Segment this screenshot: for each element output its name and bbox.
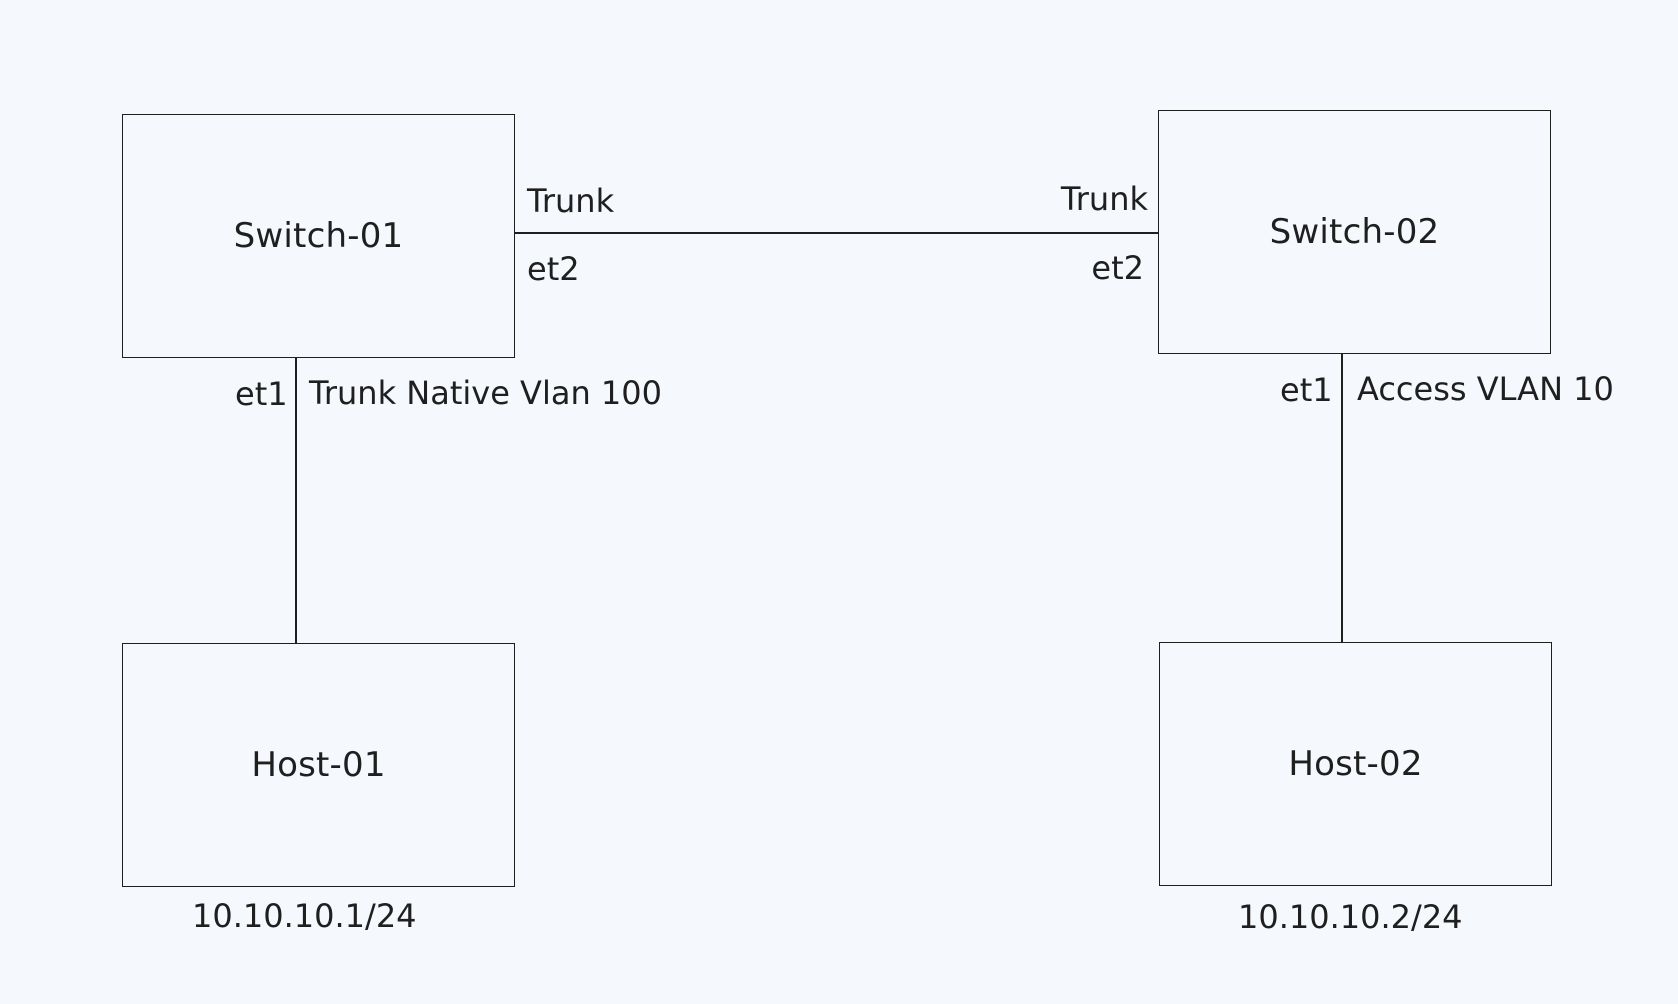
switch-01-label: Switch-01 [233, 216, 404, 256]
host-02-node: Host-02 [1159, 642, 1552, 886]
sw1-et2-port-label: et2 [527, 250, 580, 288]
host-02-label: Host-02 [1288, 744, 1423, 784]
sw2-host2-mode-label: Access VLAN 10 [1357, 370, 1614, 408]
switch-02-label: Switch-02 [1269, 212, 1440, 252]
sw2-et2-port-label: et2 [1091, 249, 1144, 287]
sw2-trunk-mode-label: Trunk [1060, 180, 1148, 218]
host-01-node: Host-01 [122, 643, 515, 887]
link-switch02-host02 [1341, 353, 1343, 643]
link-switch01-switch02 [515, 232, 1159, 234]
switch-02-node: Switch-02 [1158, 110, 1551, 354]
host-01-label: Host-01 [251, 745, 386, 785]
sw1-et1-port-label: et1 [235, 375, 288, 413]
host-01-ip-label: 10.10.10.1/24 [192, 897, 417, 935]
sw1-host1-mode-label: Trunk Native Vlan 100 [309, 374, 662, 412]
host-02-ip-label: 10.10.10.2/24 [1238, 898, 1463, 936]
link-switch01-host01 [295, 357, 297, 644]
switch-01-node: Switch-01 [122, 114, 515, 358]
sw1-trunk-mode-label: Trunk [527, 182, 615, 220]
sw2-et1-port-label: et1 [1280, 371, 1333, 409]
